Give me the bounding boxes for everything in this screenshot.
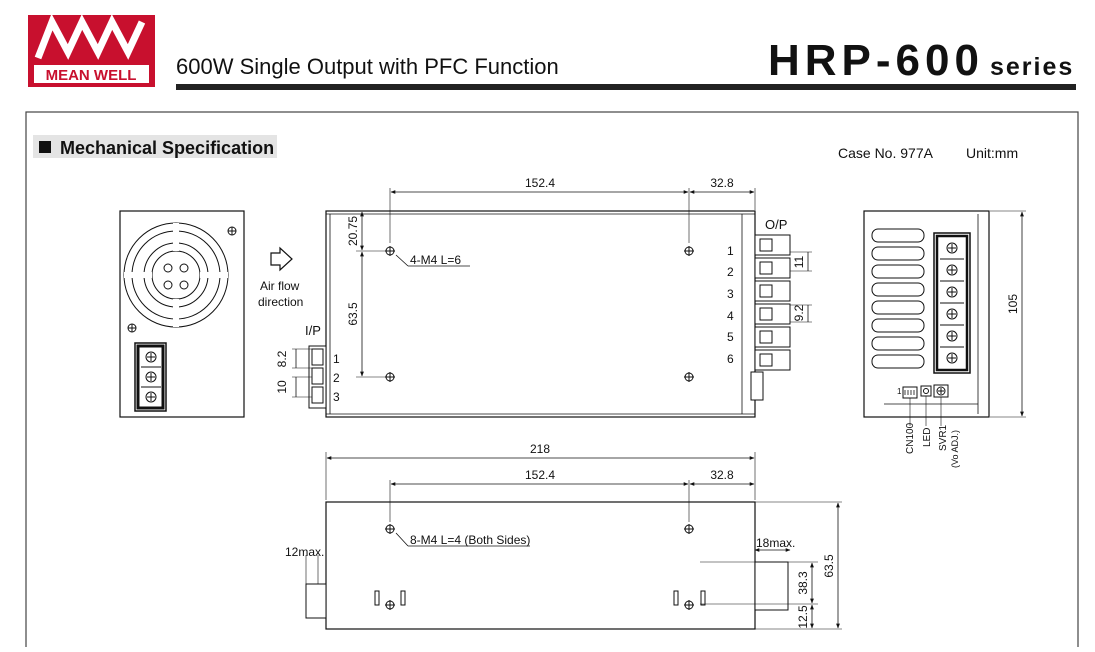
- svr1-label: SVR1: [938, 424, 949, 451]
- op-pin-4: 4: [727, 309, 734, 323]
- airflow-label-2: direction: [258, 295, 303, 309]
- op-pin-3: 3: [727, 287, 734, 301]
- dim-2075: 20.75: [346, 216, 360, 246]
- dim-11: 11: [792, 255, 806, 268]
- logo-text: MEAN WELL: [46, 67, 137, 84]
- screw-spec-bottom: 8-M4 L=4 (Both Sides): [410, 533, 530, 547]
- input-terminals-side: [292, 345, 327, 409]
- output-terminals-side: [750, 234, 812, 401]
- dim-383: 38.3: [796, 571, 810, 595]
- vo-adj-label: (Vo ADJ.): [950, 430, 960, 468]
- airflow-label-1: Air flow: [260, 279, 300, 293]
- section-title: Mechanical Specification: [60, 138, 274, 158]
- top-view: 4-M4 L=6 152.4 32.8 20.75 63.5 I/P: [275, 176, 812, 418]
- series-label: series: [990, 53, 1074, 81]
- input-terminal-block: [134, 342, 167, 412]
- section-bullet-icon: [39, 141, 51, 153]
- led-indicator: [920, 385, 932, 397]
- dim-635-vertical: 63.5: [346, 302, 360, 326]
- dim-10: 10: [275, 380, 289, 394]
- dim-105: 105: [1006, 294, 1020, 314]
- output-label: O/P: [765, 217, 787, 232]
- svr1-potentiometer: [933, 384, 949, 398]
- dim-82: 8.2: [275, 350, 289, 367]
- ip-pin-3: 3: [333, 390, 340, 404]
- cn100-pin-1: 1: [897, 387, 902, 396]
- section-header: Mechanical Specification: [33, 135, 277, 158]
- led-label: LED: [922, 428, 933, 447]
- screw-spec-top: 4-M4 L=6: [410, 253, 461, 267]
- side-slots: [374, 590, 706, 606]
- dim-328-top: 32.8: [710, 176, 734, 190]
- op-pin-6: 6: [727, 352, 734, 366]
- unit-label: Unit:mm: [966, 145, 1018, 161]
- dim-328-bottom: 32.8: [710, 468, 734, 482]
- dim-18max: 18max.: [756, 536, 795, 550]
- dim-635-side: 63.5: [822, 554, 836, 578]
- product-subtitle: 600W Single Output with PFC Function: [176, 54, 559, 79]
- end-view-fan: [119, 210, 245, 418]
- op-pin-1: 1: [727, 244, 734, 258]
- dim-92: 9.2: [792, 304, 806, 321]
- input-label: I/P: [305, 323, 321, 338]
- ip-pin-1: 1: [333, 352, 340, 366]
- op-pin-2: 2: [727, 265, 734, 279]
- vent-slots: [871, 228, 925, 369]
- screw-hole-icon: [385, 246, 694, 382]
- dim-152-bottom: 152.4: [525, 468, 555, 482]
- side-view: 218 152.4 32.8 8-M4 L=4 (Both Sides) 12m…: [285, 442, 842, 630]
- airflow-arrow-icon: [270, 246, 293, 272]
- end-view-output: 1 CN100 LED SVR1 (Vo ADJ.) 105: [863, 210, 1026, 468]
- dim-125: 12.5: [796, 605, 810, 629]
- dim-12max: 12max.: [285, 545, 324, 559]
- op-pin-5: 5: [727, 330, 734, 344]
- ip-pin-2: 2: [333, 371, 340, 385]
- dim-218: 218: [530, 442, 550, 456]
- output-terminal-block: [933, 232, 971, 374]
- header-rule: [176, 84, 1076, 90]
- spec-frame: [25, 111, 1079, 652]
- dim-152-top: 152.4: [525, 176, 555, 190]
- case-number: Case No. 977A: [838, 145, 934, 161]
- mean-well-logo: MEAN WELL: [28, 13, 155, 87]
- model-title: HRP-600: [768, 36, 984, 85]
- cn100-label: CN100: [905, 422, 916, 454]
- screw-hole-icon: [385, 524, 694, 610]
- fan-grille-icon: [123, 222, 237, 333]
